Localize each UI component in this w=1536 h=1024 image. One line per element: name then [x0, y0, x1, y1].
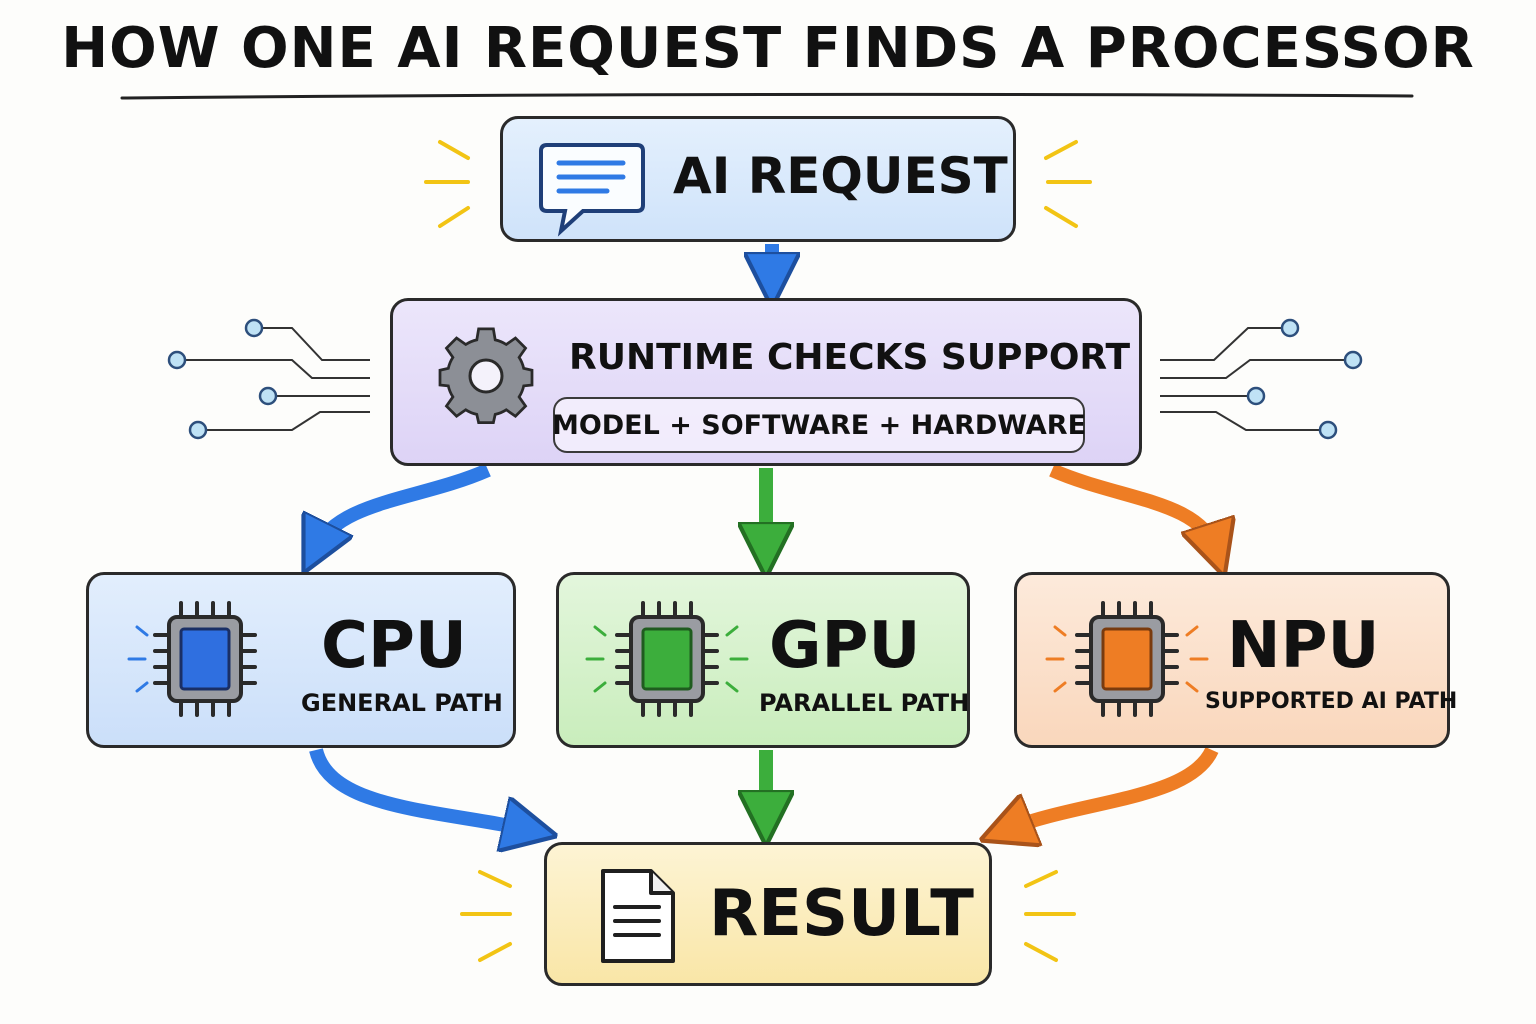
node-ai-request-label: AI REQUEST	[673, 147, 1008, 205]
chip-icon	[585, 601, 749, 717]
runtime-detail-text: MODEL + SOFTWARE + HARDWARE	[551, 409, 1087, 441]
circuit-left	[186, 327, 370, 431]
node-ai-request: AI REQUEST	[500, 116, 1016, 242]
runtime-detail-pill: MODEL + SOFTWARE + HARDWARE	[551, 397, 1087, 453]
chip-icon	[127, 601, 257, 717]
node-cpu: CPU GENERAL PATH	[86, 572, 516, 748]
circuit-left-nodes	[167, 318, 278, 440]
circuit-right	[1160, 327, 1344, 431]
node-gpu: GPU PARALLEL PATH	[556, 572, 970, 748]
title-underline	[120, 92, 1414, 100]
node-npu-subtitle: SUPPORTED AI PATH	[1205, 689, 1458, 714]
diagram-title: HOW ONE AI REQUEST FINDS A PROCESSOR	[61, 16, 1475, 81]
node-result: RESULT	[544, 842, 992, 986]
gear-icon	[438, 327, 534, 425]
node-gpu-name: GPU	[769, 609, 921, 683]
node-gpu-subtitle: PARALLEL PATH	[759, 689, 970, 717]
node-npu: NPU SUPPORTED AI PATH	[1014, 572, 1457, 748]
circuit-right-nodes	[1246, 318, 1363, 440]
arrow-runtime-to-npu	[1049, 463, 1216, 550]
arrow-runtime-to-cpu	[316, 463, 491, 548]
node-result-label: RESULT	[709, 877, 974, 951]
arrow-cpu-to-result	[309, 747, 530, 830]
arrow-npu-to-result	[1006, 746, 1219, 830]
node-cpu-name: CPU	[321, 609, 467, 683]
node-runtime: RUNTIME CHECKS SUPPORT MODEL + SOFTWARE …	[390, 298, 1142, 466]
chat-bubble-icon	[539, 143, 645, 237]
node-cpu-subtitle: GENERAL PATH	[301, 689, 503, 717]
chip-icon	[1045, 601, 1209, 717]
document-icon	[601, 869, 675, 963]
node-runtime-label: RUNTIME CHECKS SUPPORT	[569, 337, 1131, 378]
node-npu-name: NPU	[1227, 609, 1380, 683]
